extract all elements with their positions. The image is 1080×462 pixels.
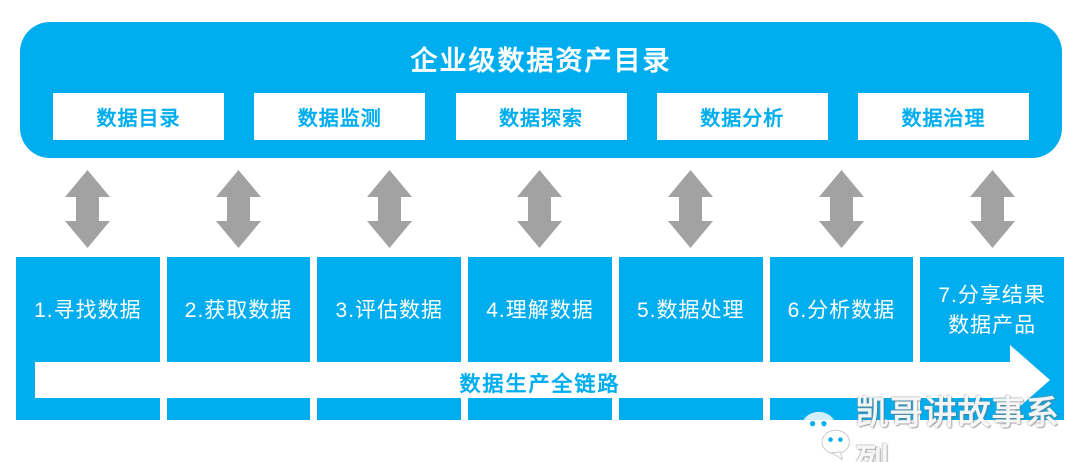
watermark: 凯哥讲故事系列 — [798, 386, 1080, 462]
watermark-text: 凯哥讲故事系列 — [855, 394, 1060, 462]
capability-box-data-monitoring: 数据监测 — [254, 93, 426, 140]
wechat-icon — [801, 411, 850, 461]
capability-box-data-analysis: 数据分析 — [656, 93, 828, 140]
double-arrow-icon — [366, 170, 412, 248]
double-arrow-icon — [969, 170, 1015, 248]
double-arrow-icon — [517, 170, 563, 248]
capability-box-data-exploration: 数据探索 — [455, 93, 627, 140]
flow-arrow — [35, 345, 1050, 415]
panel-title: 企业级数据资产目录 — [410, 46, 672, 76]
capability-box-data-governance: 数据治理 — [858, 93, 1029, 140]
connector-row — [16, 170, 1064, 248]
capability-row: 数据目录 数据监测 数据探索 数据分析 数据治理 — [20, 93, 1062, 140]
double-arrow-icon — [818, 170, 864, 248]
double-arrow-icon — [65, 170, 111, 248]
double-arrow-icon — [216, 170, 262, 248]
catalog-panel: 企业级数据资产目录 数据目录 数据监测 数据探索 数据分析 数据治理 — [20, 22, 1062, 158]
double-arrow-icon — [668, 170, 714, 248]
capability-box-data-catalog: 数据目录 — [53, 93, 224, 140]
